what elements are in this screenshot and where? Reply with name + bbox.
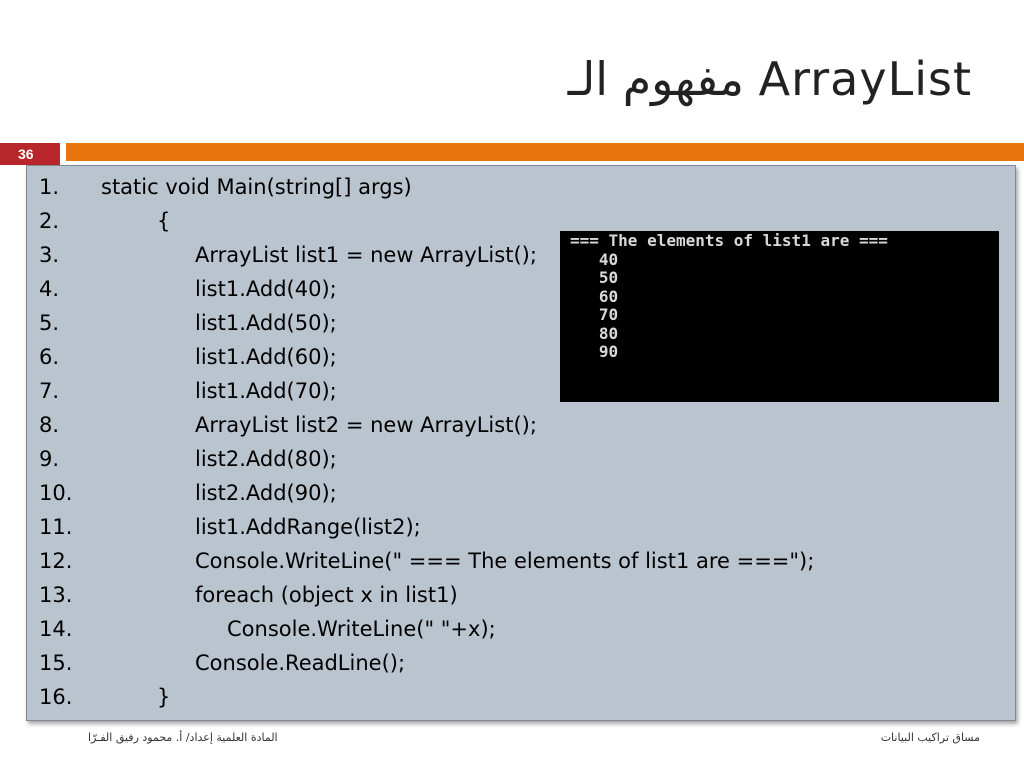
console-output-line: 90 bbox=[570, 342, 619, 361]
code-text: static void Main(string[] args) bbox=[101, 175, 412, 199]
code-text: Console.WriteLine(" === The elements of … bbox=[195, 549, 815, 573]
footer-course: مساق تراكيب البيانات bbox=[880, 731, 980, 744]
line-number: 8. bbox=[39, 413, 60, 437]
line-number: 15. bbox=[39, 651, 73, 675]
code-text: list1.Add(70); bbox=[195, 379, 337, 403]
code-text: { bbox=[157, 209, 171, 233]
code-text: list2.Add(80); bbox=[195, 447, 337, 471]
code-text: ArrayList list2 = new ArrayList(); bbox=[195, 413, 537, 437]
code-text: list1.AddRange(list2); bbox=[195, 515, 421, 539]
line-number: 13. bbox=[39, 583, 73, 607]
line-number: 3. bbox=[39, 243, 60, 267]
line-number: 1. bbox=[39, 175, 60, 199]
console-output-window: === The elements of list1 are === 40 50 … bbox=[560, 231, 999, 402]
console-output-line: 70 bbox=[570, 305, 619, 324]
console-output-line: 80 bbox=[570, 323, 619, 343]
line-number: 7. bbox=[39, 379, 60, 403]
line-number: 5. bbox=[39, 311, 60, 335]
code-text: foreach (object x in list1) bbox=[195, 583, 458, 607]
line-number: 2. bbox=[39, 209, 60, 233]
title-divider bbox=[0, 143, 1024, 161]
console-output-line: 50 bbox=[570, 268, 619, 287]
console-output-line: 40 bbox=[570, 249, 619, 269]
line-number: 11. bbox=[39, 515, 73, 539]
code-text: ArrayList list1 = new ArrayList(); bbox=[195, 243, 537, 267]
line-number: 4. bbox=[39, 277, 60, 301]
line-number: 16. bbox=[39, 685, 73, 709]
code-text: Console.WriteLine(" "+x); bbox=[227, 617, 496, 641]
line-number: 9. bbox=[39, 447, 60, 471]
divider-right-segment bbox=[66, 143, 1024, 161]
code-text: list2.Add(90); bbox=[195, 481, 337, 505]
console-output-line: 60 bbox=[570, 286, 619, 306]
code-text: list1.Add(50); bbox=[195, 311, 337, 335]
code-text: list1.Add(60); bbox=[195, 345, 337, 369]
line-number: 6. bbox=[39, 345, 60, 369]
footer-author: المادة العلمية إعداد/ أ. محمود رفيق الفـ… bbox=[88, 731, 278, 744]
code-text: Console.ReadLine(); bbox=[195, 651, 406, 675]
code-text: list1.Add(40); bbox=[195, 277, 337, 301]
line-number: 10. bbox=[39, 481, 73, 505]
slide-title: مفهوم الـ ArrayList bbox=[567, 52, 972, 106]
slide-number: 36 bbox=[0, 143, 60, 165]
line-number: 12. bbox=[39, 549, 73, 573]
code-text: } bbox=[157, 685, 171, 709]
line-number: 14. bbox=[39, 617, 73, 641]
console-output-line: === The elements of list1 are === bbox=[570, 231, 888, 250]
